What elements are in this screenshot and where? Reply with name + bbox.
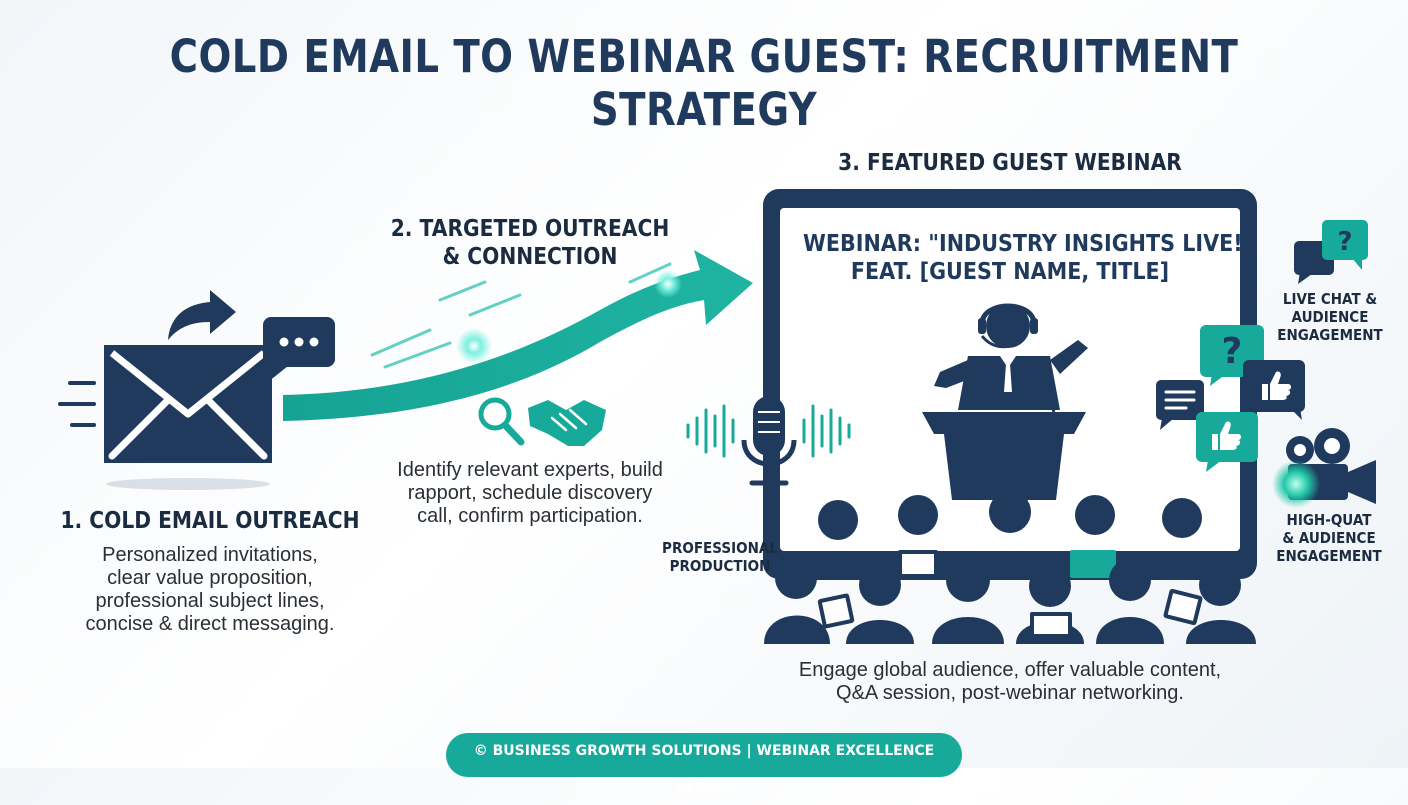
label-line: PRODUCTION	[669, 557, 771, 575]
step2-line: rapport, schedule discovery	[407, 482, 653, 504]
label-line: PROFESSIONAL	[662, 539, 778, 557]
thumbs-up-icon	[1243, 360, 1305, 420]
thumbs-up-icon	[1196, 412, 1258, 472]
chat-bubble-icon	[263, 317, 335, 382]
step3-line: Q&A session, post-webinar networking.	[836, 682, 1184, 704]
question-bubble-icon: ?	[1294, 220, 1368, 284]
professional-production-label: PROFESSIONAL PRODUCTION	[659, 539, 781, 575]
page-title: COLD EMAIL TO WEBINAR GUEST: RECRUITMENT…	[169, 30, 1239, 136]
live-chat-label: LIVE CHAT & AUDIENCE ENGAGEMENT	[1274, 290, 1386, 344]
label-line: LIVE CHAT &	[1282, 290, 1378, 308]
step2-description: Identify relevant experts, build rapport…	[370, 459, 690, 528]
screen-title-line: WEBINAR: "INDUSTRY INSIGHTS LIVE!"	[803, 231, 1254, 257]
svg-text:?: ?	[1222, 331, 1243, 372]
swoosh-arrow	[283, 250, 753, 421]
step1-heading: 1. COLD EMAIL OUTREACH	[60, 508, 360, 534]
audience-icon	[764, 491, 1256, 644]
envelope-icon	[58, 345, 272, 490]
microphone-icon	[686, 396, 851, 486]
footer-banner: © BUSINESS GROWTH SOLUTIONS | WEBINAR EX…	[446, 733, 962, 795]
step3-description: Engage global audience, offer valuable c…	[770, 659, 1250, 705]
magnifier-icon	[478, 397, 525, 446]
high-quality-label: HIGH-QUAT & AUDIENCE ENGAGEMENT	[1272, 511, 1385, 565]
chat-bubble-icon	[1156, 380, 1204, 430]
speaker-person-icon	[922, 303, 1088, 500]
step2-line: Identify relevant experts, build	[397, 459, 663, 481]
step1-line: clear value proposition,	[107, 567, 313, 589]
label-line: ENGAGEMENT	[1277, 326, 1383, 344]
step1-line: Personalized invitations,	[102, 544, 318, 566]
step3-line: Engage global audience, offer valuable c…	[798, 659, 1222, 681]
label-line: & AUDIENCE	[1282, 529, 1376, 547]
label-line: ENGAGEMENT	[1276, 547, 1382, 565]
step2-heading-line: & CONNECTION	[442, 244, 618, 270]
audience-front-row	[764, 557, 1256, 644]
handshake-icon	[528, 400, 606, 446]
step2-heading-line: 2. TARGETED OUTREACH	[390, 216, 670, 242]
video-camera-icon	[1272, 428, 1376, 508]
webinar-screen-title: WEBINAR: "INDUSTRY INSIGHTS LIVE!" FEAT.…	[803, 230, 1254, 286]
step1-line: professional subject lines,	[95, 590, 325, 612]
label-line: AUDIENCE	[1291, 308, 1369, 326]
label-line: HIGH-QUAT	[1286, 511, 1372, 529]
step2-heading: 2. TARGETED OUTREACH & CONNECTION	[389, 215, 671, 271]
diagram-graphics: ? ?	[58, 189, 1376, 644]
screen-title-line: FEAT. [GUEST NAME, TITLE]	[850, 259, 1170, 285]
step1-line: concise & direct messaging.	[85, 613, 335, 635]
step2-line: call, confirm participation.	[417, 505, 643, 527]
svg-text:?: ?	[1337, 227, 1352, 257]
step1-description: Personalized invitations, clear value pr…	[30, 544, 390, 636]
step3-heading: 3. FEATURED GUEST WEBINAR	[838, 150, 1182, 176]
forward-arrow-icon	[168, 290, 236, 340]
